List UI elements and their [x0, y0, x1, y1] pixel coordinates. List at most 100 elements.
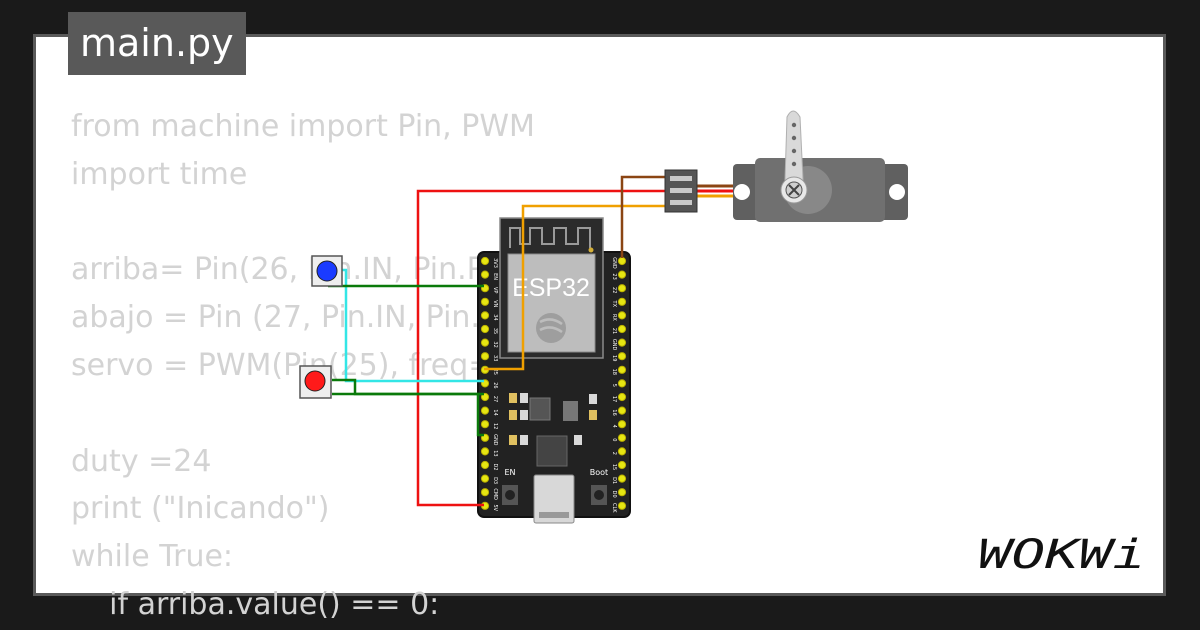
regulator — [529, 397, 551, 421]
pin-14[interactable] — [480, 406, 490, 415]
pin-12[interactable] — [480, 420, 490, 429]
pin-label: TX — [611, 300, 617, 308]
code-line: import time — [71, 156, 248, 192]
code-line: from machine import Pin, PWM — [71, 109, 535, 144]
board-label: ESP32 — [512, 274, 590, 302]
svg-text:WOKWi: WOKWi — [978, 532, 1146, 578]
en-button[interactable] — [505, 490, 515, 500]
pin-13[interactable] — [480, 447, 490, 456]
servo-connector — [664, 169, 698, 213]
pin-rx[interactable] — [617, 311, 627, 320]
antenna-trace — [509, 227, 591, 248]
pin-label: GND — [611, 339, 617, 351]
pin-label: D1 — [611, 477, 617, 484]
pin-label: GND — [611, 257, 617, 269]
pin-label: RX — [611, 314, 617, 321]
pin-label: VN — [492, 300, 498, 307]
pin-33[interactable] — [480, 352, 490, 361]
pin-35[interactable] — [480, 324, 490, 334]
pin-16[interactable] — [617, 406, 627, 415]
red-wire — [416, 189, 665, 507]
wokwi-logo: WOKWi — [978, 532, 1146, 578]
pin-label: 12 — [492, 423, 498, 429]
pin-label: 34 — [492, 314, 498, 320]
pin-label: D0 — [611, 491, 617, 498]
boot-label: Boot — [590, 468, 608, 477]
pin-cmd[interactable] — [480, 488, 490, 497]
pin-label: 0 — [611, 438, 617, 441]
pin-label: GND — [492, 434, 498, 446]
pin-3v3[interactable] — [480, 256, 490, 266]
button-down[interactable] — [299, 365, 332, 399]
servo-motor[interactable] — [733, 110, 908, 222]
pin-gnd[interactable] — [617, 338, 627, 347]
pin-17[interactable] — [617, 392, 627, 402]
pin-22[interactable] — [617, 284, 627, 293]
pin-label: 5 — [611, 384, 617, 387]
pin-label: CLK — [611, 503, 617, 513]
pin-0[interactable] — [617, 433, 627, 442]
pin-label: 35 — [492, 328, 498, 334]
pin-label: 4 — [611, 425, 617, 428]
orange-wire — [484, 204, 665, 371]
pin-clk[interactable] — [617, 501, 627, 510]
pin-2[interactable] — [617, 447, 627, 456]
button-up[interactable] — [311, 255, 343, 287]
pin-d3[interactable] — [480, 474, 490, 483]
pin-18[interactable] — [617, 365, 627, 374]
pin-5[interactable] — [617, 379, 627, 388]
espressif-logo-icon — [536, 313, 566, 343]
pin-label: 2 — [611, 452, 617, 455]
pin-21[interactable] — [617, 324, 627, 334]
pin-label: CMD — [492, 488, 498, 500]
pin-d1[interactable] — [617, 474, 627, 483]
pin-label: 14 — [492, 409, 498, 415]
en-label: EN — [504, 468, 515, 477]
pin-gnd[interactable] — [617, 256, 627, 266]
pin-vn[interactable] — [480, 297, 490, 306]
code-line: print ("Inicando") — [71, 491, 330, 527]
pin-d2[interactable] — [480, 460, 490, 470]
pin-label: 27 — [492, 396, 498, 402]
pin-tx[interactable] — [617, 297, 627, 306]
pin-label: 13 — [492, 450, 498, 456]
pin-d0[interactable] — [617, 488, 627, 497]
button-up-cap[interactable] — [316, 260, 338, 282]
usb-uart-chip — [536, 435, 568, 467]
left-pin-header: 3V3ENVPVN343532332526271412GND13D2D3CMD5… — [480, 256, 498, 512]
pin-en[interactable] — [480, 270, 490, 279]
pin-label: 19 — [611, 355, 617, 361]
pin-label: 15 — [611, 464, 617, 470]
servo-horn[interactable] — [780, 110, 808, 204]
pin-label: 33 — [492, 355, 498, 361]
esp32-board[interactable]: ESP32 EN Boot 3V3ENVPVN34353233252627141… — [477, 217, 631, 524]
green-wire-down-button — [332, 392, 484, 437]
button-down-cap[interactable] — [304, 370, 326, 392]
file-tab[interactable]: main.py — [68, 12, 246, 75]
pin-label: 26 — [492, 382, 498, 388]
pin-34[interactable] — [480, 311, 490, 320]
code-line: duty =24 — [71, 443, 212, 479]
pin-label: 17 — [611, 396, 617, 402]
pin-4[interactable] — [617, 420, 627, 429]
pin-23[interactable] — [617, 270, 627, 279]
pin-label: 18 — [611, 369, 617, 375]
pin-label: 32 — [492, 341, 498, 347]
pin-label: D3 — [492, 477, 498, 484]
pin-32[interactable] — [480, 338, 490, 347]
code-line: while True: — [71, 539, 234, 575]
pin-label: EN — [492, 273, 498, 280]
pin-label: D2 — [492, 463, 498, 470]
usb-port — [533, 474, 575, 524]
pin-15[interactable] — [617, 460, 627, 470]
pin-19[interactable] — [617, 352, 627, 361]
pin-label: 3V3 — [492, 258, 498, 268]
pin-label: 25 — [492, 369, 498, 375]
boot-button[interactable] — [594, 490, 604, 500]
code-line: servo = PWM(Pin(25), freq=50) — [71, 347, 544, 383]
pin-label: 22 — [611, 287, 617, 293]
pin-label: 16 — [611, 409, 617, 415]
